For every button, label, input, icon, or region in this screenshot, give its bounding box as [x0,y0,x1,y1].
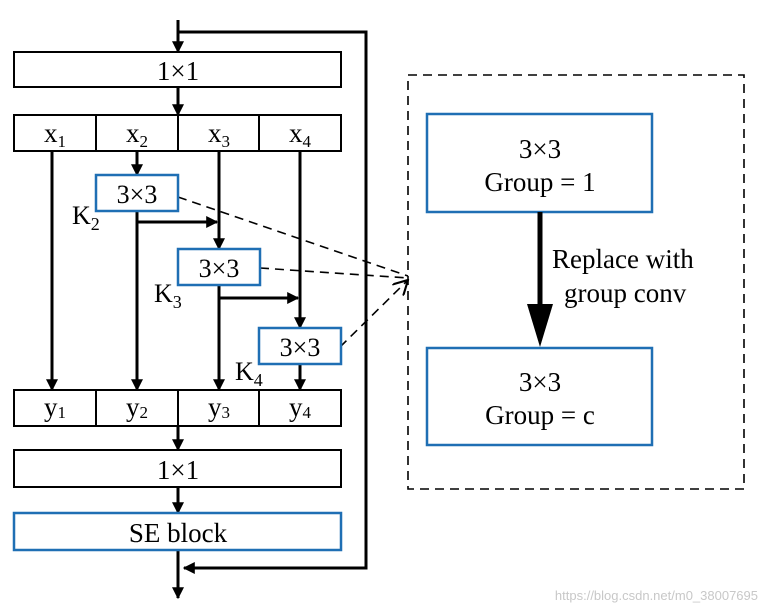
group-1-label: Group = 1 [484,167,595,197]
dashed-line-k4 [339,280,408,348]
top-conv-label: 1×1 [157,56,199,86]
group-conv-panel: 3×3 Group = 1 Replace with group conv 3×… [407,74,745,490]
split-row: x1 x2 x3 x4 [13,114,342,152]
k3-conv-label: 3×3 [199,254,240,283]
merge-cell-y1: y1 [44,392,66,422]
top-conv-box: 1×1 [13,51,342,88]
group-c-kernel-label: 3×3 [519,367,561,397]
group-1-box: 3×3 Group = 1 [425,112,654,214]
k2-conv-block: 3×3 K2 [72,173,180,234]
group-c-box: 3×3 Group = c [425,346,654,447]
flow-arrows [46,20,368,600]
group-c-label: Group = c [485,400,595,430]
watermark: https://blog.csdn.net/m0_38007695 [555,588,758,603]
merge-row: y1 y2 y3 y4 [13,389,342,427]
k2-label: K2 [72,201,100,234]
merge-cell-y2: y2 [126,392,148,422]
k3-conv-block: 3×3 K3 [154,247,262,312]
split-cell-x4: x4 [289,118,312,151]
k2-conv-label: 3×3 [117,180,158,209]
k4-label: K4 [235,357,263,390]
bottom-conv-label: 1×1 [157,455,199,485]
merge-cell-y3: y3 [208,392,230,422]
replace-label-line1: Replace with [552,244,694,274]
dashed-panel-border [407,74,745,490]
group-1-kernel-label: 3×3 [519,134,561,164]
dashed-line-k2 [177,196,409,277]
replace-label-line2: group conv [564,278,687,308]
dashed-line-k3 [259,267,409,279]
split-cell-x2: x2 [126,118,148,151]
k4-conv-block: 3×3 K4 [235,326,343,390]
split-cell-x3: x3 [208,118,230,151]
split-cell-x1: x1 [44,118,66,151]
bottom-conv-box: 1×1 [13,449,342,488]
se-block-label: SE block [129,518,228,548]
dashed-connectors [177,196,409,348]
k4-conv-label: 3×3 [280,333,321,362]
merge-cell-y4: y4 [289,392,312,422]
k3-label: K3 [154,279,182,312]
se-block: SE block [12,511,343,552]
residual-connection [178,30,368,574]
replace-arrow [527,212,553,347]
